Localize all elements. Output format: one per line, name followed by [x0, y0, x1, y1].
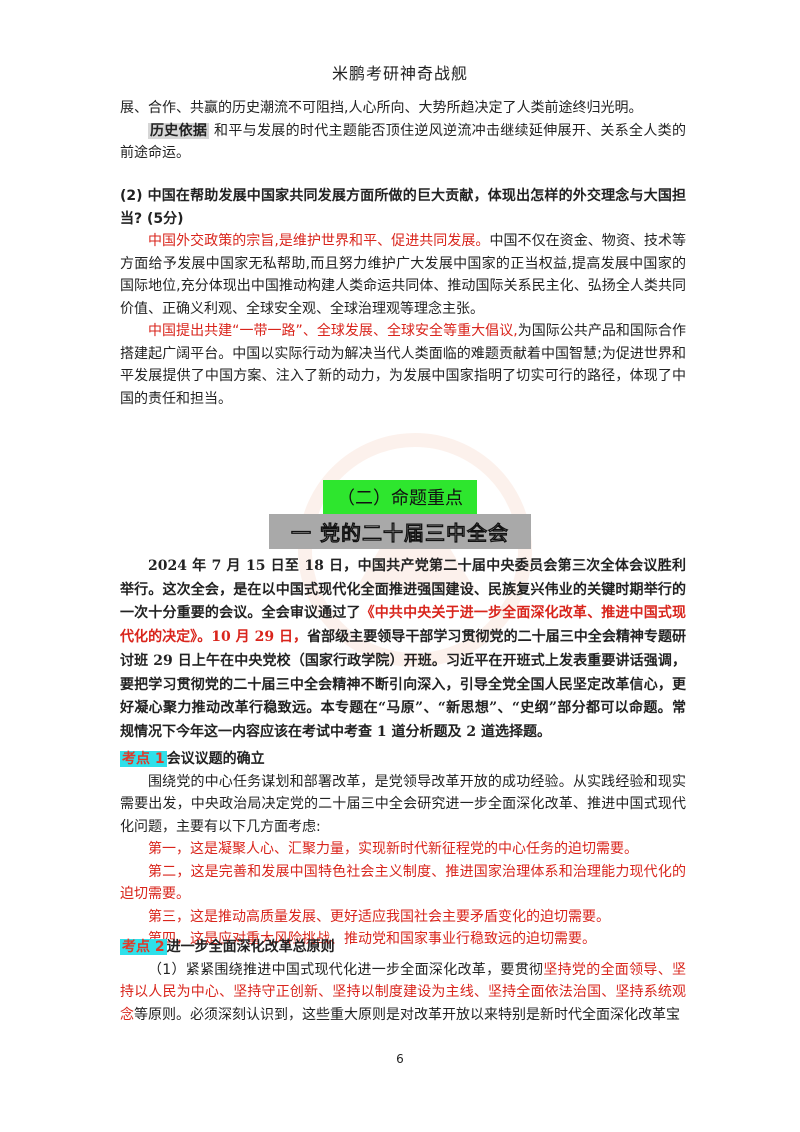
list-item: 第二，这是完善和发展中国特色社会主义制度、推进国家治理体系和治理能力现代化的迫切… [120, 863, 686, 903]
answer-paragraph-1: 中国外交政策的宗旨,是维护世界和平、促进共同发展。中国不仅在资金、物资、技术等方… [120, 230, 686, 320]
page-header: 米鹏考研神奇战舰 [331, 64, 468, 83]
question-text: (2) 中国在帮助发展中国家共同发展方面所做的巨大贡献，体现出怎样的外交理念与大… [120, 188, 686, 227]
answer-1-text: 中国不仅在资金、物资、技术等方面给予发展中国家无私帮助,而且努力维护广大发展中国… [120, 233, 686, 317]
question-section: (2) 中国在帮助发展中国家共同发展方面所做的巨大贡献，体现出怎样的外交理念与大… [120, 185, 686, 410]
intro-part-1: 2024 年 7 月 15 日至 18 日，中国共产党第二十届中央委员会第三次全… [120, 558, 686, 622]
key-point-1-title: 会议议题的确立 [166, 751, 265, 767]
continuation-line: 展、合作、共赢的历史潮流不可阻挡,人心所向、大势所趋决定了人类前途终归光明。 [120, 100, 643, 116]
answer-2-text: 为国际公共产品和国际合作搭建起广阔平台。中国以实际行动为解决当代人类面临的难题贡… [120, 323, 686, 407]
answer-2-highlight: 中国提出共建“一带一路”、全球发展、全球安全等重大倡议, [148, 323, 518, 339]
key-point-2-tag: 考点 2 [120, 939, 167, 955]
history-basis-paragraph: 历史依据 和平与发展的时代主题能否顶住逆风逆流冲击继续延伸展开、关系全人类的前途… [120, 120, 686, 165]
list-item: 第一，这是凝聚人心、汇聚力量，实现新时代新征程党的中心任务的迫切需要。 [148, 841, 638, 857]
key-point-1-tag: 考点 1 [120, 751, 167, 767]
page-number: 6 [396, 1052, 404, 1066]
intro-part-2: 《中共中央关于进一步全面深化改革、推进中国式现代化的决定》。10 月 29 日， [120, 605, 687, 646]
intro-part-3: 省部级主要领导干部学习贯彻党的二十届三中全会精神专题研讨班 29 日上午在中央党… [120, 629, 686, 740]
history-basis-label: 历史依据 [148, 122, 210, 139]
key-point-2-paragraph: （1）紧紧围绕推进中国式现代化进一步全面深化改革，要贯彻坚持党的全面领导、坚持以… [120, 959, 686, 1027]
intro-paragraph: 2024 年 7 月 15 日至 18 日，中国共产党第二十届中央委员会第三次全… [120, 555, 686, 745]
topic-title: 一 党的二十届三中全会 [0, 514, 800, 549]
key-point-2-start: （1）紧紧围绕推进中国式现代化进一步全面深化改革，要贯彻 [148, 961, 544, 978]
key-point-2-principles: 坚持党的全面领导、坚持以人民为中心、坚持守正创新、坚持以制度建设为主线、坚持全面… [120, 961, 687, 1023]
list-item: 第三，这是推动高质量发展、更好适应我国社会主要矛盾变化的迫切需要。 [148, 908, 610, 925]
top-section: 展、合作、共赢的历史潮流不可阻挡,人心所向、大势所趋决定了人类前途终归光明。 历… [120, 97, 686, 165]
key-point-2-title: 进一步全面深化改革总原则 [166, 939, 335, 955]
answer-1-highlight: 中国外交政策的宗旨,是维护世界和平、促进共同发展。 [148, 233, 490, 249]
key-point-2-end: 等原则。必须深刻认识到，这些重大原则是对改革开放以来特别是新时代全面深化改革宝 [134, 1006, 680, 1023]
section-title: （二）命题重点 [0, 480, 800, 514]
key-point-1-body: 围绕党的中心任务谋划和部署改革，是党领导改革开放的成功经验。从实践经验和现实需要… [120, 773, 686, 835]
list-item: 第四，这是应对重大风险挑战、推动党和国家事业行稳致远的迫切需要。 [148, 931, 596, 947]
answer-paragraph-2: 中国提出共建“一带一路”、全球发展、全球安全等重大倡议,为国际公共产品和国际合作… [120, 320, 686, 410]
history-basis-text: 和平与发展的时代主题能否顶住逆风逆流冲击继续延伸展开、关系全人类的前途命运。 [120, 122, 686, 162]
intro-section: 2024 年 7 月 15 日至 18 日，中国共产党第二十届中央委员会第三次全… [120, 555, 686, 745]
